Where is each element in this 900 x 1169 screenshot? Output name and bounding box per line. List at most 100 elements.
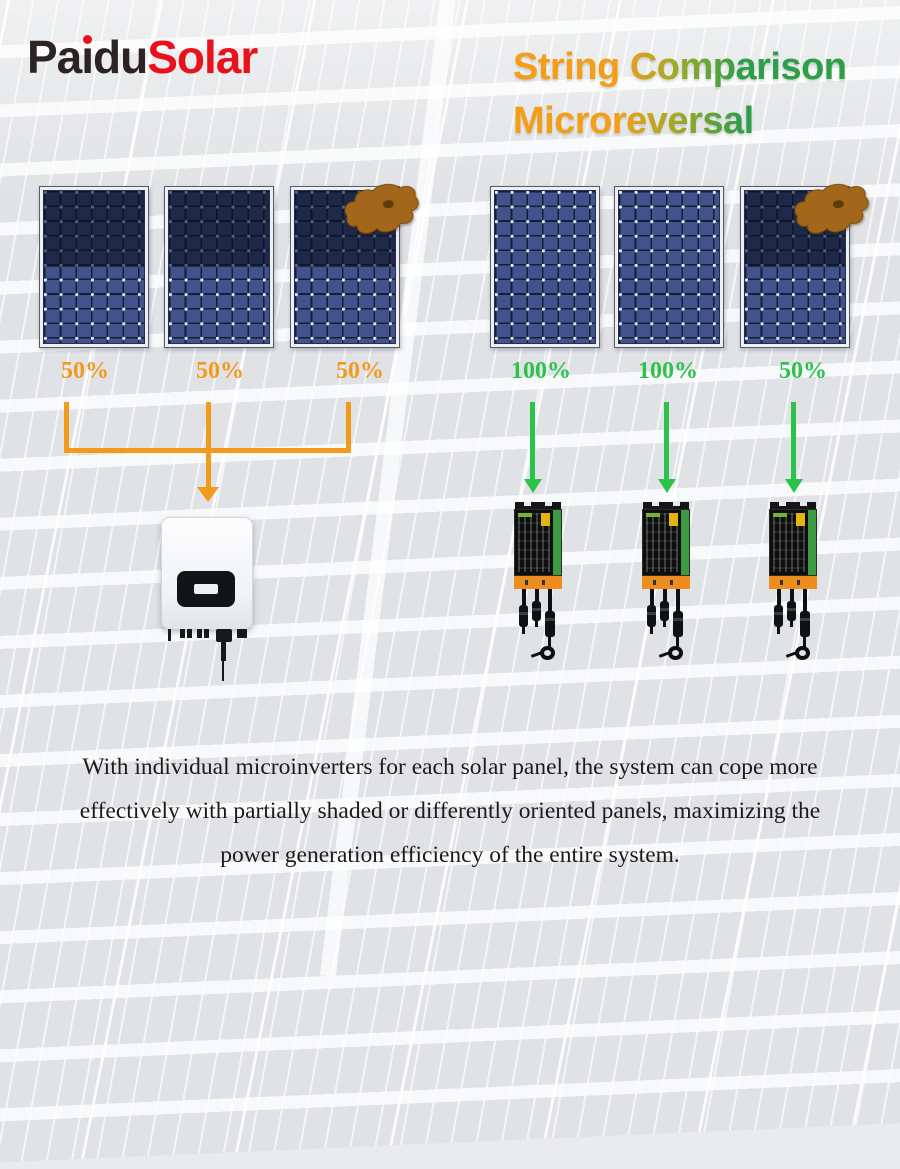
mc4-connector	[774, 605, 783, 627]
cable	[650, 589, 654, 605]
headline-line-2: Microreversal	[513, 94, 847, 148]
micro-cables	[769, 589, 817, 671]
cable	[777, 589, 781, 605]
cable	[790, 589, 794, 601]
inverter-port	[204, 629, 209, 638]
top-haze	[0, 0, 900, 200]
mc4-connector	[545, 611, 555, 637]
micro-arrow-head-2	[658, 479, 676, 493]
string-arrow-head	[197, 487, 219, 502]
output-label-string-1: 50%	[61, 358, 109, 384]
cable	[522, 589, 526, 605]
inverter-connector	[216, 629, 232, 642]
string-wire-left	[64, 402, 69, 452]
output-label-micro-2: 100%	[638, 358, 698, 384]
micro-green-strip	[681, 510, 689, 575]
micro-label-sticker	[796, 513, 805, 526]
caption-line-3: power generation efficiency of the entir…	[220, 842, 680, 868]
output-label-string-2: 50%	[196, 358, 244, 384]
micro-body	[642, 509, 690, 576]
solar-panel-micro-3	[740, 183, 869, 348]
cable	[650, 627, 653, 634]
solar-panel-string-1	[39, 186, 149, 348]
micro-logo-strip	[518, 513, 532, 517]
logo-i-dot	[83, 35, 93, 44]
panel-cells	[494, 190, 596, 344]
cable	[548, 637, 551, 647]
cable-loop	[540, 646, 555, 660]
cable-loop	[795, 646, 810, 660]
headline-line-1: String Comparison	[513, 40, 847, 94]
solar-panel-string-3	[290, 183, 419, 348]
cable	[803, 589, 807, 611]
micro-mount-bracket	[770, 502, 816, 509]
micro-cables	[642, 589, 690, 671]
microinverter-2	[642, 502, 690, 671]
mc4-connector	[787, 601, 796, 621]
micro-arrow-2	[664, 402, 669, 480]
cable	[803, 637, 806, 647]
mc4-connector	[673, 611, 683, 637]
cable-loop	[668, 646, 683, 660]
inverter-cable	[222, 661, 224, 681]
micro-body	[514, 509, 562, 576]
inverter-antenna	[168, 629, 171, 641]
caption-line-1: With individual microinverters for each …	[82, 754, 818, 780]
micro-arrow-head-1	[524, 479, 542, 493]
caption-paragraph: With individual microinverters for each …	[0, 745, 900, 877]
panel-cells	[43, 190, 145, 344]
solar-panel-string-2	[164, 186, 274, 348]
mc4-connector	[800, 611, 810, 637]
microinverter-1	[514, 502, 562, 671]
micro-mount-bracket	[515, 502, 561, 509]
inverter-cable	[221, 642, 226, 661]
mc4-connector	[647, 605, 656, 627]
microinverter-3	[769, 502, 817, 671]
cable	[676, 637, 679, 647]
micro-logo-strip	[646, 513, 660, 517]
micro-green-strip	[808, 510, 816, 575]
solar-panel-micro-1	[490, 186, 600, 348]
micro-arrow-1	[530, 402, 535, 480]
micro-label-sticker	[669, 513, 678, 526]
output-label-string-3: 50%	[336, 358, 384, 384]
micro-logo-strip	[773, 513, 787, 517]
cable	[663, 621, 666, 627]
string-inverter	[161, 517, 253, 681]
micro-arrow-3	[791, 402, 796, 480]
cable	[535, 621, 538, 627]
micro-body	[769, 509, 817, 576]
logo-text-red: Solar	[147, 31, 258, 83]
logo-letter-i: ı	[81, 31, 94, 83]
leaf-icon	[794, 183, 869, 234]
micro-label-sticker	[541, 513, 550, 526]
leaf-icon	[344, 183, 419, 234]
cable	[676, 589, 680, 611]
logo-text-dark: Pa	[27, 31, 82, 83]
mc4-connector	[532, 601, 541, 621]
micro-orange-band	[642, 576, 690, 589]
cable	[535, 589, 539, 601]
string-wire-right	[346, 402, 351, 452]
inverter-screen	[194, 584, 218, 594]
micro-green-strip	[553, 510, 561, 575]
cable	[522, 627, 525, 634]
inverter-port	[197, 629, 202, 638]
panel-cells	[168, 190, 270, 344]
micro-mount-bracket	[643, 502, 689, 509]
cable	[548, 589, 552, 611]
micro-arrow-head-3	[785, 479, 803, 493]
cable	[777, 627, 780, 634]
headline: String Comparison Microreversal	[513, 40, 847, 148]
mc4-connector	[519, 605, 528, 627]
mc4-connector	[660, 601, 669, 621]
inverter-display	[177, 571, 235, 607]
inverter-port	[237, 629, 247, 638]
micro-orange-band	[514, 576, 562, 589]
panel-cells	[618, 190, 720, 344]
cable	[790, 621, 793, 627]
solar-panel-micro-2	[614, 186, 724, 348]
micro-orange-band	[769, 576, 817, 589]
output-label-micro-3: 50%	[779, 358, 827, 384]
